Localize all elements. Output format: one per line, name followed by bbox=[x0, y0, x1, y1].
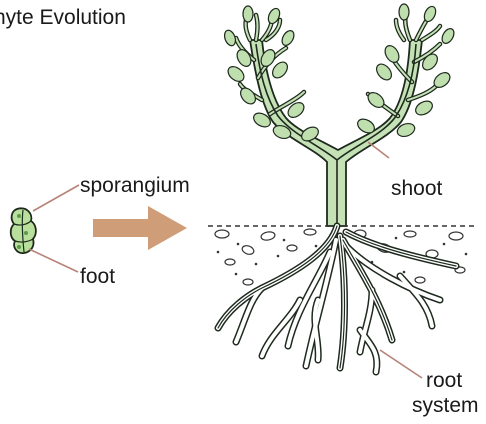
sporangium-label: sporangium bbox=[80, 175, 190, 196]
diagram-title: hyte Evolution bbox=[0, 7, 126, 28]
evolution-arrow bbox=[93, 206, 187, 250]
small-sporophyte bbox=[11, 208, 36, 253]
shoot-leader-line bbox=[368, 142, 389, 158]
foot-leader-line bbox=[29, 249, 78, 272]
foot-label: foot bbox=[80, 266, 115, 287]
root-system-label-line1: root bbox=[426, 370, 462, 391]
root-system bbox=[218, 226, 456, 372]
shoot-label: shoot bbox=[391, 178, 442, 199]
root-leader-line bbox=[380, 350, 422, 378]
sporangium-leader-line bbox=[33, 185, 79, 211]
root-system-label-line2: system bbox=[412, 395, 479, 416]
